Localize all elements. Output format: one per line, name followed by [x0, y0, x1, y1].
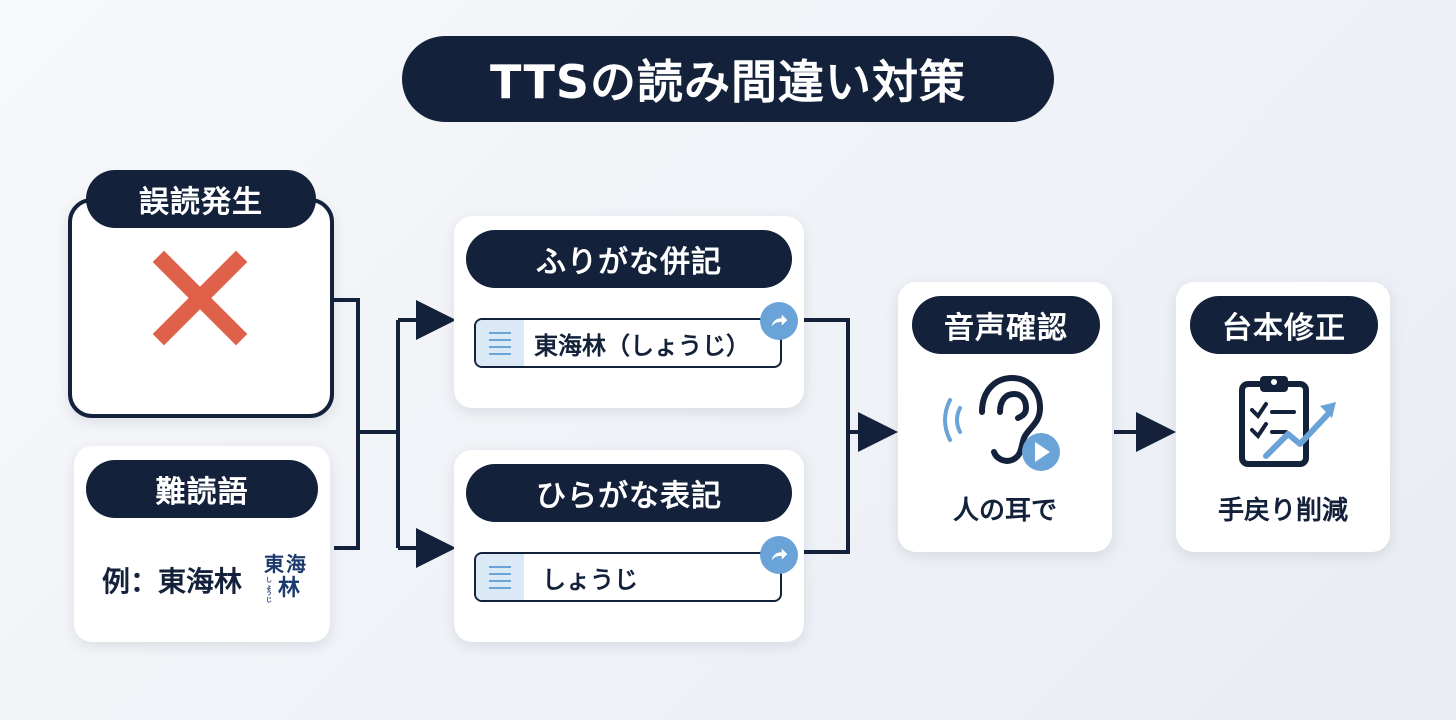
difficult-word-label: 難読語 — [86, 460, 318, 518]
clipboard-chart-icon — [1239, 376, 1336, 467]
hiragana-input[interactable]: しょうじ — [474, 552, 782, 602]
furigana-input[interactable]: 東海林（しょうじ） — [474, 318, 782, 368]
script-fix-label: 台本修正 — [1190, 296, 1378, 354]
page-title: TTSの読み間違い対策 — [402, 36, 1054, 122]
stamp-reading: しょうじ — [266, 577, 273, 604]
furigana-label: ふりがな併記 — [466, 230, 792, 288]
share-icon[interactable] — [760, 302, 798, 340]
stamp-char-1: 東 — [264, 552, 284, 576]
share-icon[interactable] — [760, 536, 798, 574]
text-lines-icon — [476, 320, 524, 366]
stamp-char-2: 海 — [286, 552, 306, 576]
stamp-char-3: 林 — [278, 576, 301, 601]
hiragana-label: ひらがな表記 — [466, 464, 792, 522]
furigana-input-text: 東海林（しょうじ） — [534, 331, 750, 360]
difficult-word-example: 例：東海林 — [102, 565, 243, 598]
audio-check-caption: 人の耳で — [952, 496, 1057, 526]
cross-icon — [152, 250, 248, 346]
text-lines-icon — [476, 554, 524, 600]
misread-label: 誤読発生 — [86, 170, 316, 228]
ear-icon — [943, 374, 1060, 471]
script-fix-caption: 手戻り削減 — [1217, 496, 1348, 526]
kanji-stamp: 東 海 林 しょうじ — [264, 552, 310, 604]
audio-check-label: 音声確認 — [912, 296, 1100, 354]
hiragana-input-text: しょうじ — [542, 565, 638, 594]
